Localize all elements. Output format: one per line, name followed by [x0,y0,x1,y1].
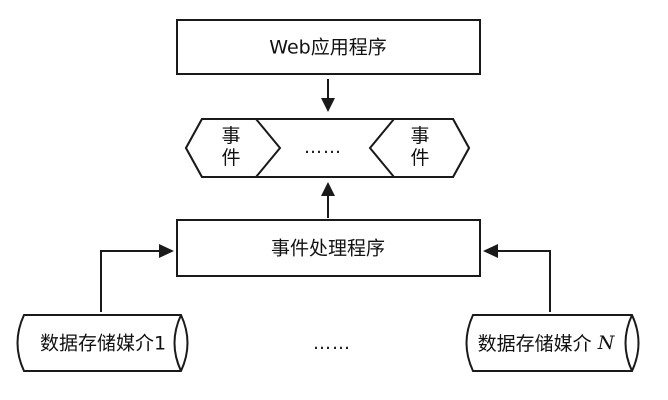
event-right-hexagon [368,118,471,178]
web-app-box [176,19,481,75]
right-storage-arrowhead [483,244,498,258]
event-ellipsis: …… [304,137,342,158]
left-storage-connector [100,250,159,312]
storage-left-label: 数据存储媒介1 [40,333,166,355]
event-left-char2: 件 [221,147,240,169]
right-storage-connector [498,250,551,312]
arrowhead-up-to-events [321,182,335,196]
arrowhead-to-events [321,98,335,112]
event-left-char1: 事 [221,125,240,147]
left-storage-arrowhead [159,244,174,258]
event-handler-box [176,219,481,277]
storage-left-cylinder-end [173,314,182,372]
event-right-char2: 件 [410,147,429,169]
event-handler-label: 事件处理程序 [271,238,385,260]
storage-ellipsis: …… [313,333,351,354]
web-app-label: Web应用程序 [269,37,386,59]
storage-right-cylinder-end [624,314,633,372]
event-left-hexagon [184,118,282,178]
storage-right-label-prefix: 数据存储媒介 [478,333,592,355]
event-right-char1: 事 [410,125,429,147]
storage-right-label: 数据存储媒介 N [478,332,616,355]
storage-right-label-n: N [597,332,616,354]
